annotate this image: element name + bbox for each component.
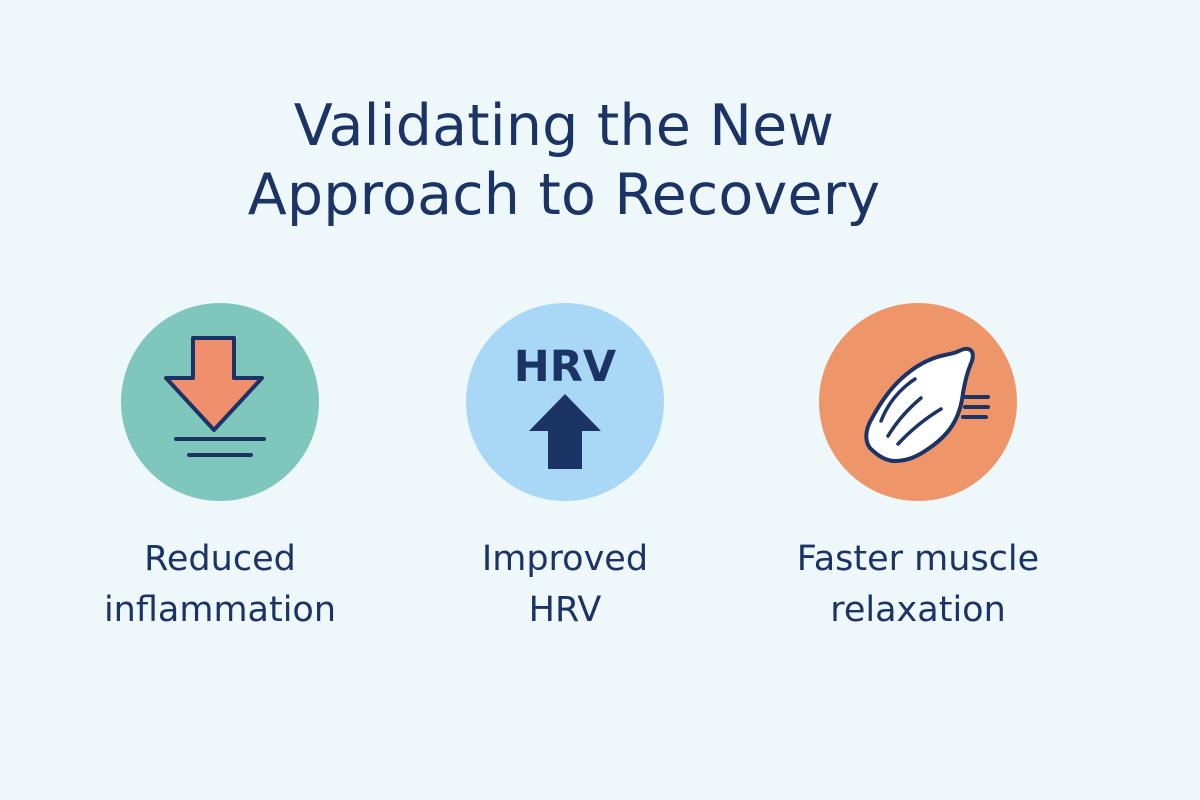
teal-circle (121, 303, 319, 501)
benefit-card-improved-hrv: HRV Improved HRV (425, 303, 705, 636)
label-line-1: Reduced (144, 539, 296, 579)
label-line-2: relaxation (830, 590, 1006, 630)
page-title: Validating the New Approach to Recovery (0, 92, 1128, 230)
benefit-card-reduced-inflammation: Reduced inflammation (80, 303, 360, 636)
blue-circle: HRV (466, 303, 664, 501)
title-line-2: Approach to Recovery (247, 162, 881, 228)
benefit-label: Faster muscle relaxation (778, 534, 1058, 636)
label-line-2: inflammation (103, 590, 337, 630)
hrv-up-arrow-icon: HRV (514, 342, 617, 469)
hrv-icon-text: HRV (514, 342, 617, 392)
orange-circle (819, 303, 1017, 501)
down-arrow-icon (164, 336, 266, 457)
benefit-label: Reduced inflammation (80, 534, 360, 636)
benefit-card-faster-muscle-relaxation: Faster muscle relaxation (778, 303, 1058, 636)
label-line-2: HRV (528, 590, 602, 630)
benefit-label: Improved HRV (425, 534, 705, 636)
muscle-icon (864, 346, 990, 463)
title-line-1: Validating the New (293, 93, 835, 159)
label-line-1: Faster muscle (796, 539, 1040, 579)
label-line-1: Improved (481, 539, 649, 579)
